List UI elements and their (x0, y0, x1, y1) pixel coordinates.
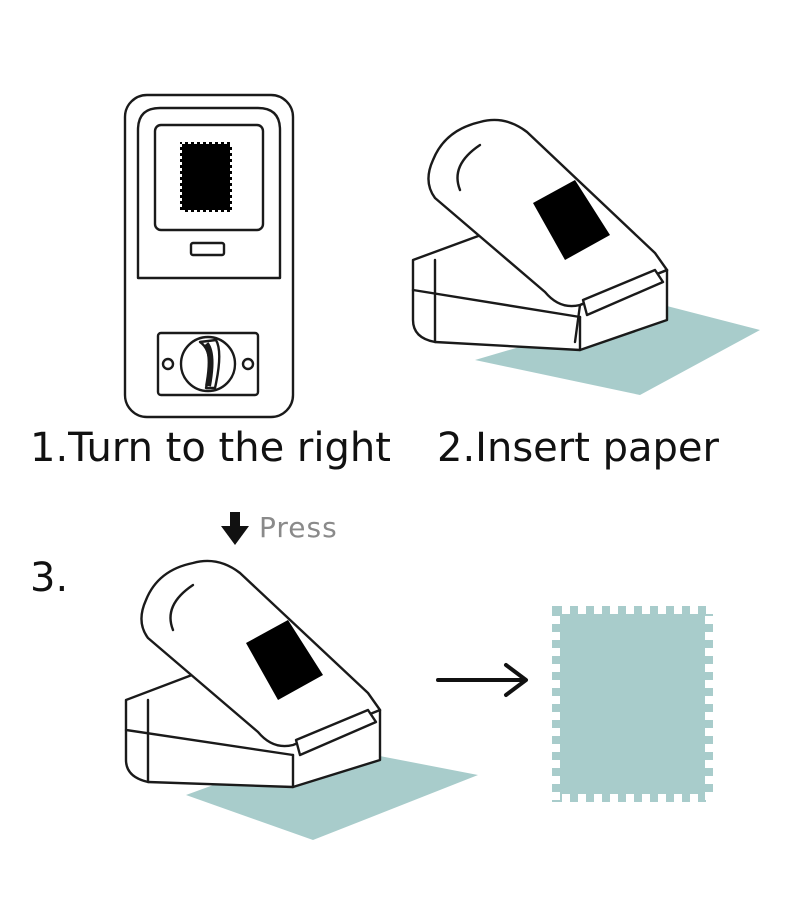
step2-punch-illustration (405, 110, 770, 400)
stamp-shape-icon (180, 142, 233, 213)
step3-label: 3. (30, 555, 69, 601)
result-arrow-icon (436, 662, 531, 698)
stamp-shape-icon (533, 180, 610, 260)
press-label: Press (259, 511, 338, 544)
result-stamp (550, 604, 715, 804)
step3-punch-illustration (118, 555, 483, 845)
press-arrow-icon (220, 512, 250, 546)
step1-label: 1.Turn to the right (30, 425, 391, 471)
step2-label: 2.Insert paper (437, 425, 719, 471)
step1-punch-illustration (120, 90, 300, 420)
stamp-shape-icon (246, 620, 323, 700)
paper-sheet (475, 305, 760, 395)
